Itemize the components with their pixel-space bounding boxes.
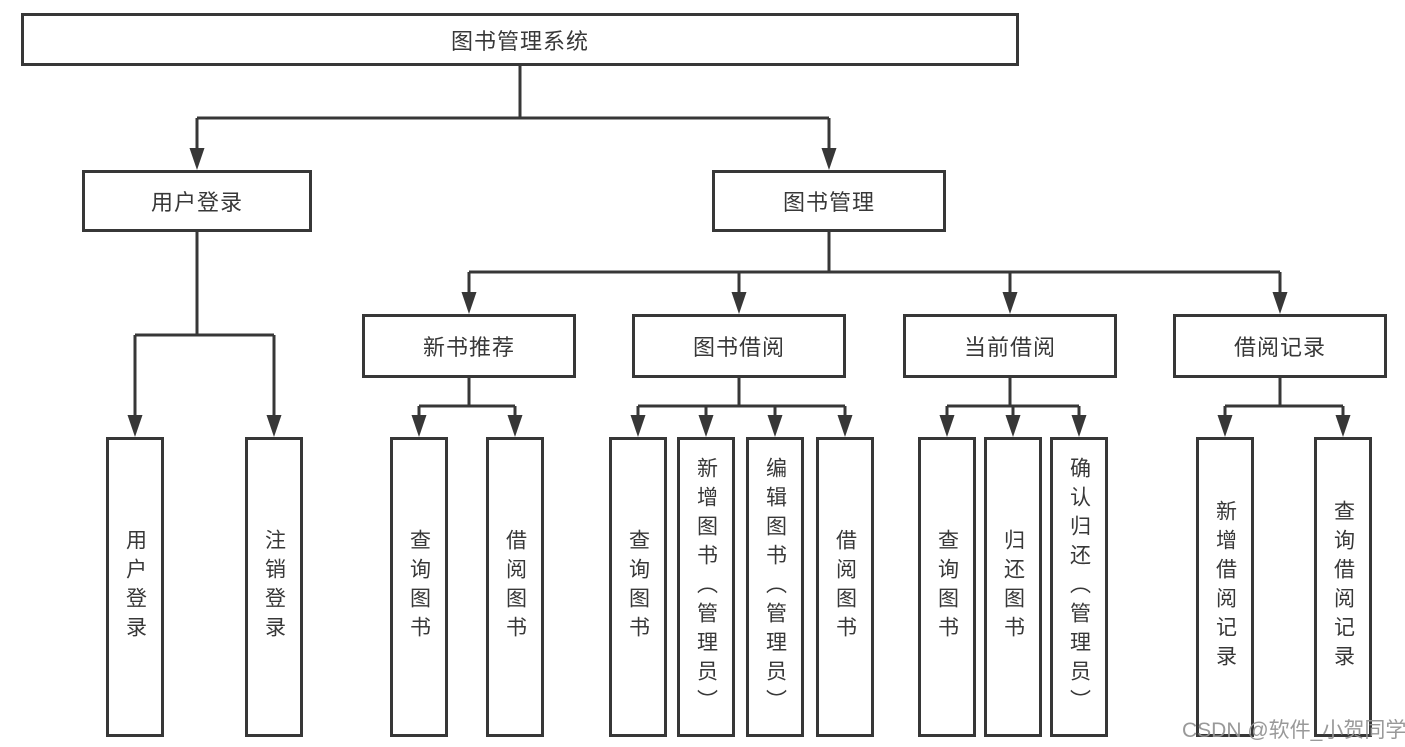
tree-edges bbox=[133, 66, 1345, 417]
arrow-down-icon bbox=[837, 415, 853, 437]
node-leaf-query-books-borrowing: 查询图书 bbox=[609, 437, 667, 737]
node-leaf-user-login: 用户登录 bbox=[106, 437, 164, 737]
node-book-borrowing: 图书借阅 bbox=[632, 314, 846, 378]
arrow-down-icon bbox=[1005, 415, 1021, 437]
arrow-down-icon bbox=[698, 415, 714, 437]
node-leaf-logout: 注销登录 bbox=[245, 437, 303, 737]
node-leaf-query-borrow-record: 查询借阅记录 bbox=[1314, 437, 1372, 737]
arrow-down-icon bbox=[939, 415, 955, 437]
node-current-borrowing: 当前借阅 bbox=[903, 314, 1117, 378]
node-leaf-return-books: 归还图书 bbox=[984, 437, 1042, 737]
arrow-down-icon bbox=[461, 292, 477, 314]
arrow-down-icon bbox=[411, 415, 427, 437]
arrow-down-icon bbox=[767, 415, 783, 437]
arrow-down-icon bbox=[266, 415, 282, 437]
arrow-down-icon bbox=[1071, 415, 1087, 437]
arrow-down-icon bbox=[1217, 415, 1233, 437]
node-leaf-borrow-books-recommend: 借阅图书 bbox=[486, 437, 544, 737]
arrow-down-icon bbox=[1002, 292, 1018, 314]
node-leaf-query-books-current: 查询图书 bbox=[918, 437, 976, 737]
node-leaf-add-borrow-record: 新增借阅记录 bbox=[1196, 437, 1254, 737]
node-user-login: 用户登录 bbox=[82, 170, 312, 232]
node-leaf-add-books-admin: 新增图书（管理员） bbox=[677, 437, 735, 737]
arrow-down-icon bbox=[630, 415, 646, 437]
arrow-down-icon bbox=[189, 148, 205, 170]
arrow-down-icon bbox=[1335, 415, 1351, 437]
node-leaf-confirm-return-admin: 确认归还（管理员） bbox=[1050, 437, 1108, 737]
arrow-down-icon bbox=[731, 292, 747, 314]
arrow-down-icon bbox=[127, 415, 143, 437]
arrow-down-icon bbox=[507, 415, 523, 437]
arrow-down-icon bbox=[821, 148, 837, 170]
node-leaf-borrow-books: 借阅图书 bbox=[816, 437, 874, 737]
node-book-management: 图书管理 bbox=[712, 170, 946, 232]
csdn-watermark: CSDN @软件_小贺同学 bbox=[1182, 719, 1405, 742]
node-leaf-edit-books-admin: 编辑图书（管理员） bbox=[746, 437, 804, 737]
node-borrowing-records: 借阅记录 bbox=[1173, 314, 1387, 378]
node-new-book-recommendation: 新书推荐 bbox=[362, 314, 576, 378]
node-leaf-query-books-recommend: 查询图书 bbox=[390, 437, 448, 737]
node-library-management-system: 图书管理系统 bbox=[21, 13, 1019, 66]
arrowheads bbox=[127, 148, 1351, 437]
arrow-down-icon bbox=[1272, 292, 1288, 314]
